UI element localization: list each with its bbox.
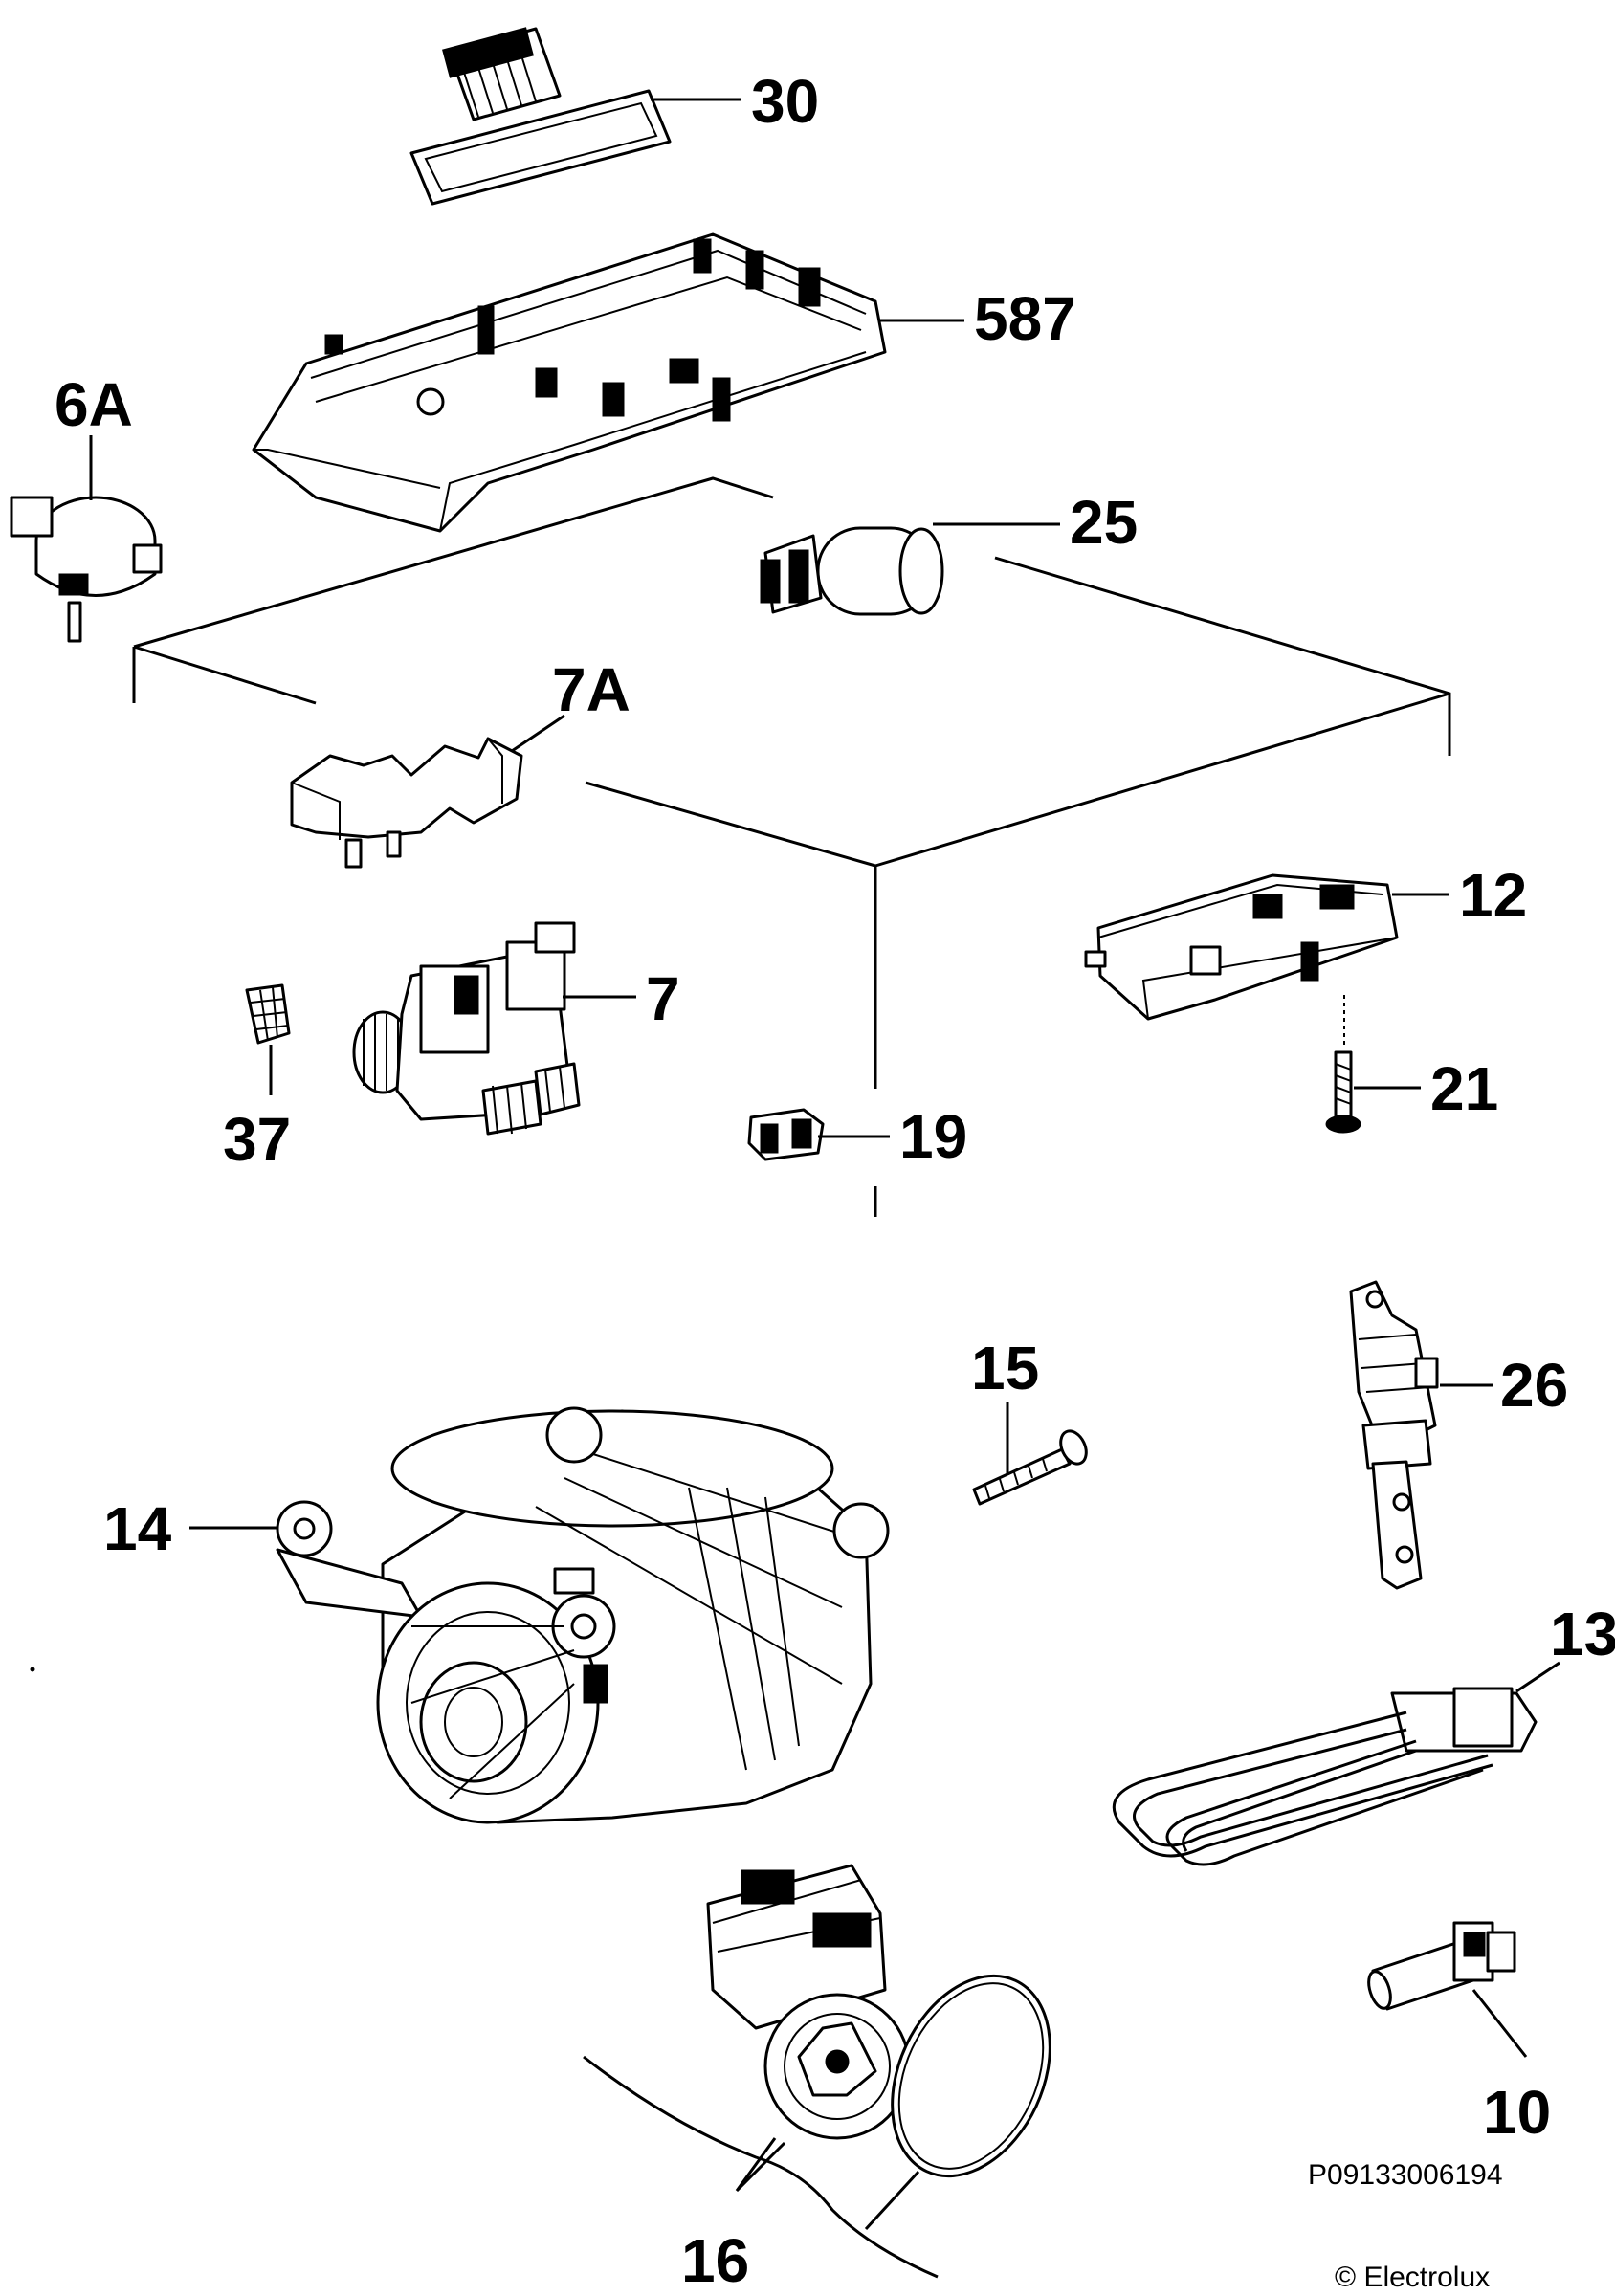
part-21-screw: [1325, 995, 1361, 1134]
callout-15: 15: [971, 1334, 1039, 1402]
part-37-inlet-filter: [245, 983, 291, 1045]
assembly-frame: [132, 476, 1451, 1217]
leader-13: [1515, 1661, 1560, 1693]
callout-6a: 6A: [55, 370, 133, 439]
callout-30: 30: [751, 67, 819, 136]
part-7a-valve-bracket: [290, 737, 523, 869]
part-16-pump-gasket: [891, 1974, 1051, 2178]
callout-37: 37: [223, 1105, 291, 1174]
part-10-ntc-sensor: [1367, 1921, 1516, 2011]
drawing-code: P09133006194: [1308, 2159, 1503, 2191]
pump-seal-curve: [583, 2055, 939, 2279]
leader-16-b: [864, 2170, 920, 2231]
leader-10: [1471, 1989, 1528, 2058]
copyright: © Electrolux: [1335, 2262, 1490, 2293]
callout-21: 21: [1430, 1054, 1498, 1123]
part-26-heater-bracket: [1349, 1280, 1439, 1590]
callout-7a: 7A: [552, 655, 631, 724]
callout-19: 19: [899, 1102, 967, 1171]
callout-14: 14: [103, 1494, 172, 1563]
callout-13: 13: [1550, 1600, 1615, 1668]
part-15-motor-screw: [972, 1429, 1088, 1506]
callout-12: 12: [1459, 861, 1527, 930]
callout-25: 25: [1070, 488, 1138, 557]
part-16-drain-pump: [706, 1864, 911, 2140]
part-12-door-lock: [1084, 873, 1399, 1021]
part-19-clip: [747, 1108, 825, 1161]
callout-16: 16: [681, 2226, 749, 2295]
callout-587: 587: [974, 284, 1076, 353]
part-14-motor: [276, 1406, 890, 1824]
leader-16-a: [735, 2137, 786, 2193]
part-13-heating-element: [1112, 1687, 1538, 1866]
callout-7: 7: [646, 964, 680, 1033]
callout-26: 26: [1500, 1351, 1568, 1420]
part-25-interference-filter: [760, 526, 944, 616]
part-30-display-board: [409, 27, 672, 206]
stray-dot: [30, 1667, 35, 1672]
part-6a-pressure-switch: [10, 496, 163, 643]
part-587-board-housing: [252, 232, 887, 533]
part-7-inlet-valve: [352, 921, 581, 1136]
callout-10: 10: [1483, 2078, 1551, 2147]
leader-7a: [511, 714, 565, 753]
